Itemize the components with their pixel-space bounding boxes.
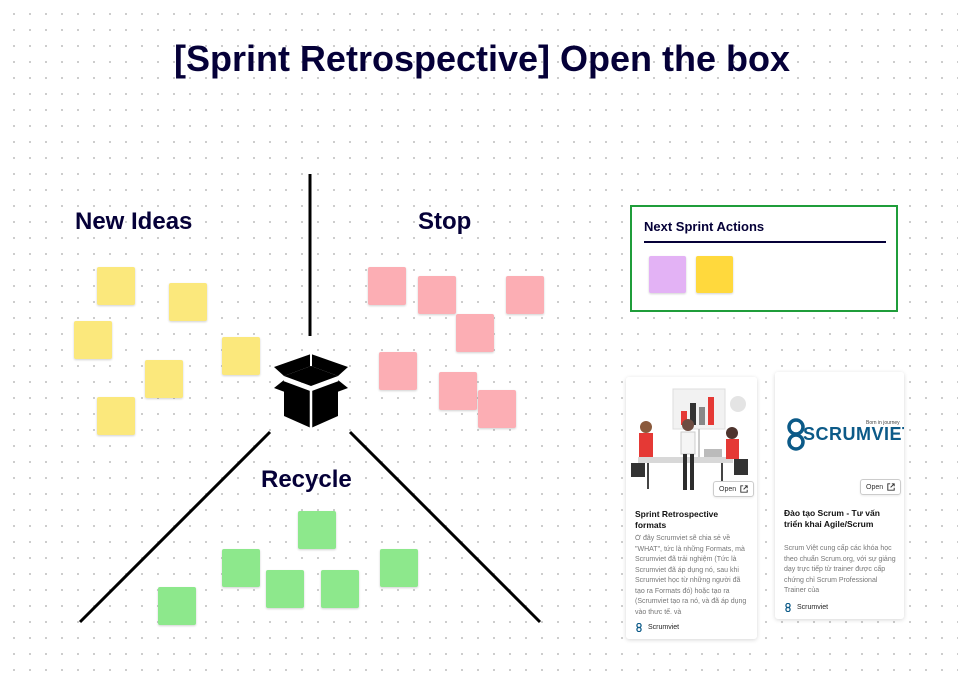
card-description: Scrum Việt cung cấp các khóa học theo ch… <box>784 545 896 594</box>
card-source: Scrumviet <box>784 603 828 612</box>
card-source-label: Scrumviet <box>797 604 829 611</box>
sticky-note-yellow[interactable] <box>97 267 135 305</box>
sticky-note-green[interactable] <box>222 549 260 587</box>
section-label-stop: Stop <box>418 208 472 235</box>
sticky-note-gold[interactable] <box>696 256 733 293</box>
sticky-note-pink[interactable] <box>439 372 477 410</box>
sticky-note-yellow[interactable] <box>169 283 207 321</box>
next-sprint-actions-frame[interactable]: Next Sprint Actions <box>630 205 898 312</box>
open-label: Open <box>866 483 884 491</box>
sticky-note-pink[interactable] <box>379 352 417 390</box>
sticky-note-yellow[interactable] <box>97 397 135 435</box>
sticky-note-pink[interactable] <box>456 314 494 352</box>
sticky-note-green[interactable] <box>158 587 196 625</box>
external-link-icon <box>887 483 895 491</box>
next-sprint-actions-title: Next Sprint Actions <box>644 219 765 234</box>
board-title: [Sprint Retrospective] Open the box <box>173 38 791 79</box>
open-box-icon <box>274 354 348 428</box>
brand-tagline: Born in journey <box>866 420 900 426</box>
sticky-note-yellow[interactable] <box>145 360 183 398</box>
sticky-note-pink[interactable] <box>506 276 544 314</box>
card-title: Sprint Retrospective formats <box>635 509 719 530</box>
section-label-new-ideas: New Ideas <box>75 208 193 235</box>
card-source-label: Scrumviet <box>648 624 680 631</box>
sticky-note-yellow[interactable] <box>74 321 112 359</box>
brand-name: SCRUMVIET <box>803 424 904 444</box>
card-title: Đào tạo Scrum - Tư vấn triển khai Agile/… <box>784 508 880 529</box>
open-button[interactable]: Open <box>713 481 755 497</box>
sticky-note-pink[interactable] <box>478 390 516 428</box>
scrumviet-logo-icon <box>787 418 805 451</box>
sticky-note-green[interactable] <box>266 570 304 608</box>
sticky-note-pink[interactable] <box>368 267 406 305</box>
card-source: Scrumviet <box>635 623 679 632</box>
section-label-recycle: Recycle <box>261 466 352 493</box>
sticky-note-yellow[interactable] <box>222 337 260 375</box>
link-card-scrumviet-training[interactable]: SCRUMVIET Born in journey Open Đào tạo S… <box>775 372 904 619</box>
open-label: Open <box>719 485 737 493</box>
card-description: Ở đây Scrumviet sẽ chia sẻ về "WHAT", tứ… <box>635 535 747 614</box>
external-link-icon <box>740 485 748 493</box>
scrumviet-logo-icon <box>785 603 791 612</box>
sticky-note-pink[interactable] <box>418 276 456 314</box>
link-card-retrospective-formats[interactable]: Open Sprint Retrospective formats Ở đây … <box>626 377 757 639</box>
sticky-note-purple[interactable] <box>649 256 686 293</box>
scrumviet-logo-icon <box>636 623 642 632</box>
scrumviet-brand-banner: SCRUMVIET Born in journey <box>775 372 904 500</box>
open-button[interactable]: Open <box>860 479 902 495</box>
sticky-note-green[interactable] <box>380 549 418 587</box>
sticky-note-green[interactable] <box>321 570 359 608</box>
sticky-note-green[interactable] <box>298 511 336 549</box>
divider <box>644 241 886 243</box>
